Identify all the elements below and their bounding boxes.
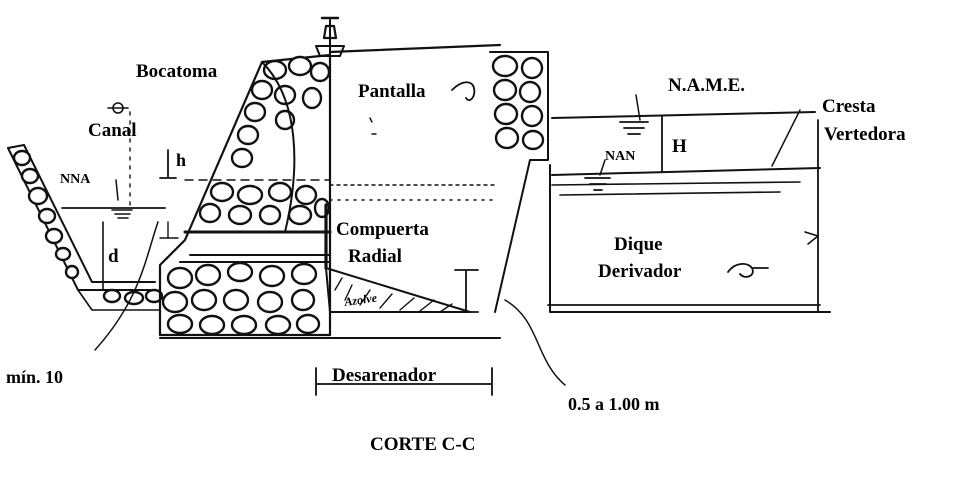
diagram-title: CORTE C-C: [370, 434, 475, 455]
label-min-10: mín. 10: [6, 367, 63, 387]
label-bocatoma: Bocatoma: [136, 61, 218, 82]
label-desarenador: Desarenador: [332, 365, 437, 386]
label-canal: Canal: [88, 120, 137, 141]
label-compuerta: Compuerta: [336, 219, 429, 240]
label-d: d: [108, 246, 119, 267]
canal-wall-rocks: [12, 149, 164, 306]
label-nan: NAN: [605, 149, 635, 164]
label-h-small: h: [176, 150, 186, 170]
label-radial: Radial: [348, 246, 402, 267]
label-azolve: Azolve: [342, 290, 378, 309]
label-range: 0.5 a 1.00 m: [568, 394, 660, 414]
canal-structure: [7, 102, 331, 351]
label-name: N.A.M.E.: [668, 75, 745, 96]
labels: Bocatoma Canal h NNA d mín. 10 Pantalla …: [6, 61, 906, 455]
bocatoma-structure: [158, 16, 501, 339]
desarenador-structure: [315, 43, 566, 396]
bocatoma-rocks: [161, 55, 331, 336]
label-vertedora: Vertedora: [824, 124, 906, 145]
dique-wall-rocks: [491, 54, 545, 151]
label-nna: NNA: [60, 172, 91, 187]
label-cresta: Cresta: [822, 96, 876, 117]
label-H: H: [672, 136, 687, 157]
label-pantalla: Pantalla: [358, 81, 426, 102]
label-dique: Dique: [614, 234, 663, 255]
label-derivador: Derivador: [598, 261, 682, 282]
dique-wall-structure: [489, 51, 831, 313]
